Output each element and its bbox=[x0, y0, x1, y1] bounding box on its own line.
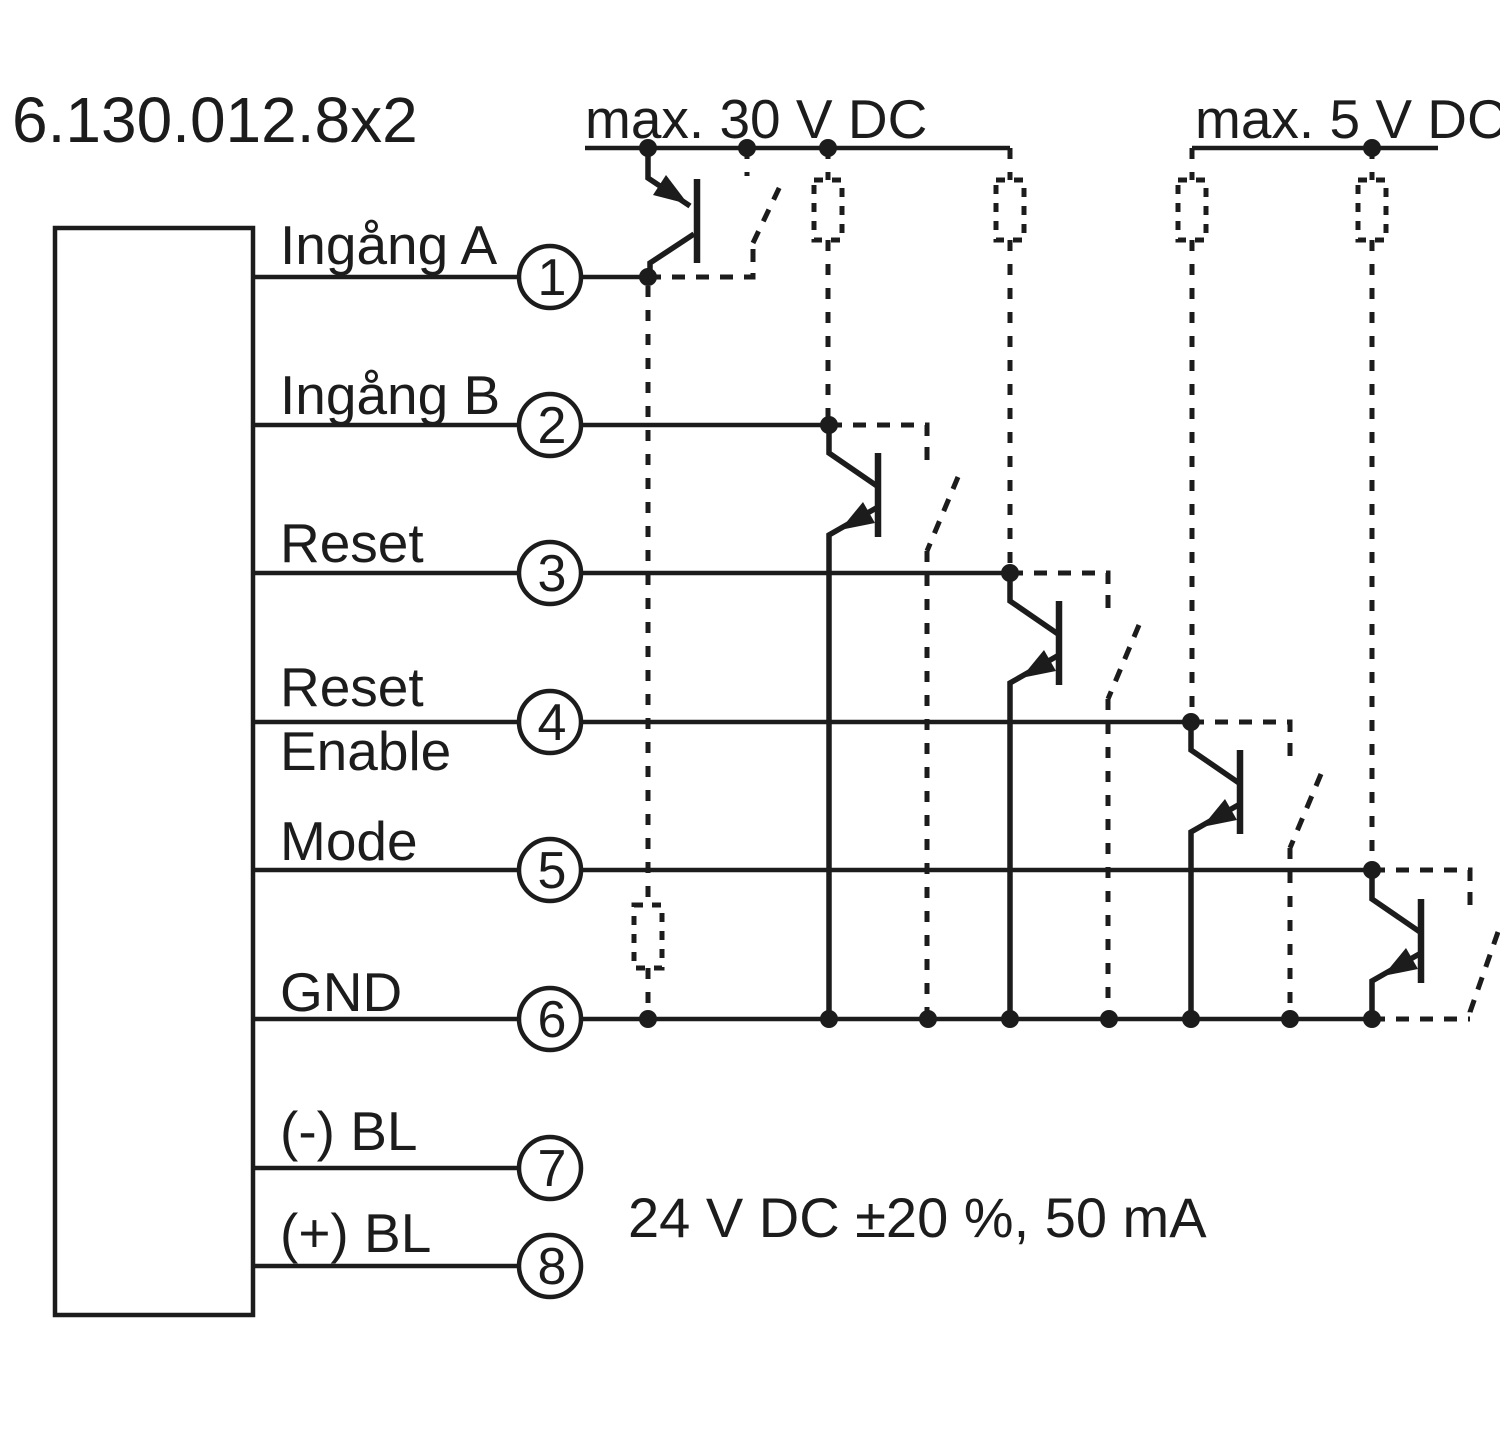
resistor-symbol bbox=[631, 286, 665, 1019]
emitter-arrow-icon bbox=[653, 175, 688, 204]
transistor-pnp-symbol bbox=[645, 148, 701, 277]
terminal-1-label: Ingång A bbox=[280, 214, 497, 276]
terminal-3-number: 3 bbox=[538, 545, 567, 603]
terminal-6-label: GND bbox=[280, 961, 402, 1023]
transistor-npn-symbol bbox=[1188, 722, 1244, 1019]
terminal-1-number: 1 bbox=[538, 249, 567, 307]
terminal-4-label-line2: Enable bbox=[280, 720, 451, 782]
terminal-4-label-line1: Reset bbox=[280, 656, 424, 718]
terminal-3-circle bbox=[516, 539, 584, 607]
switch-contact-symbol bbox=[648, 148, 785, 280]
terminal-3-label: Reset bbox=[280, 512, 424, 574]
terminal-8-circle bbox=[516, 1232, 584, 1300]
terminal-5-circle bbox=[516, 836, 584, 904]
terminal-6-number: 6 bbox=[538, 991, 567, 1049]
terminal-2-number: 2 bbox=[538, 397, 567, 455]
emitter-arrow-icon bbox=[1202, 799, 1237, 827]
terminal-5-label: Mode bbox=[280, 810, 418, 872]
resistor-symbol bbox=[1175, 148, 1209, 722]
emitter-arrow-icon bbox=[1383, 948, 1418, 976]
switch-contact-symbol bbox=[1010, 570, 1142, 1019]
supply-rail-5v: max. 5 V DC bbox=[1192, 88, 1500, 157]
emitter-arrow-icon bbox=[840, 502, 875, 530]
terminal-7-number: 7 bbox=[538, 1140, 567, 1198]
terminal-7-circle bbox=[516, 1134, 584, 1202]
resistor-symbol bbox=[811, 148, 845, 425]
resistor-symbol bbox=[993, 148, 1027, 573]
emitter-arrow-icon bbox=[1021, 650, 1056, 678]
junction-dot bbox=[919, 1010, 937, 1028]
terminal-8-number: 8 bbox=[538, 1238, 567, 1296]
switch-contact-symbol bbox=[1372, 867, 1500, 1019]
gnd-rail-junctions bbox=[639, 1010, 1470, 1028]
terminal-4-circle bbox=[516, 688, 584, 756]
terminal-2-label: Ingång B bbox=[280, 364, 500, 426]
terminal-circles: 1 2 3 4 5 6 7 8 bbox=[516, 243, 584, 1300]
terminal-7-label: (-) BL bbox=[280, 1100, 418, 1162]
terminal-6-circle bbox=[516, 985, 584, 1053]
switch-contact-symbol bbox=[829, 422, 961, 1019]
transistor-npn-symbol bbox=[1369, 870, 1425, 1019]
part-number-title: 6.130.012.8x2 bbox=[12, 84, 418, 156]
terminal-right-wires bbox=[582, 274, 1372, 1022]
terminal-2-circle bbox=[516, 391, 584, 459]
supply-rail-30v: max. 30 V DC bbox=[585, 88, 1010, 157]
backlight-rating-note: 24 V DC ±20 %, 50 mA bbox=[628, 1186, 1207, 1249]
switch-contact-symbol bbox=[1191, 719, 1324, 1019]
rail-5v-label: max. 5 V DC bbox=[1195, 88, 1500, 150]
resistor-symbol bbox=[1355, 148, 1389, 870]
device-box bbox=[52, 225, 256, 1318]
terminal-1-circle bbox=[516, 243, 584, 311]
terminal-4-number: 4 bbox=[538, 694, 567, 752]
transistor-npn-symbol bbox=[826, 425, 882, 1019]
transistor-npn-symbol bbox=[1007, 573, 1063, 1019]
terminal-left-stubs bbox=[253, 274, 518, 1269]
terminal-8-label: (+) BL bbox=[280, 1202, 431, 1264]
rail-30v-label: max. 30 V DC bbox=[585, 88, 927, 150]
terminal-5-number: 5 bbox=[538, 842, 567, 900]
